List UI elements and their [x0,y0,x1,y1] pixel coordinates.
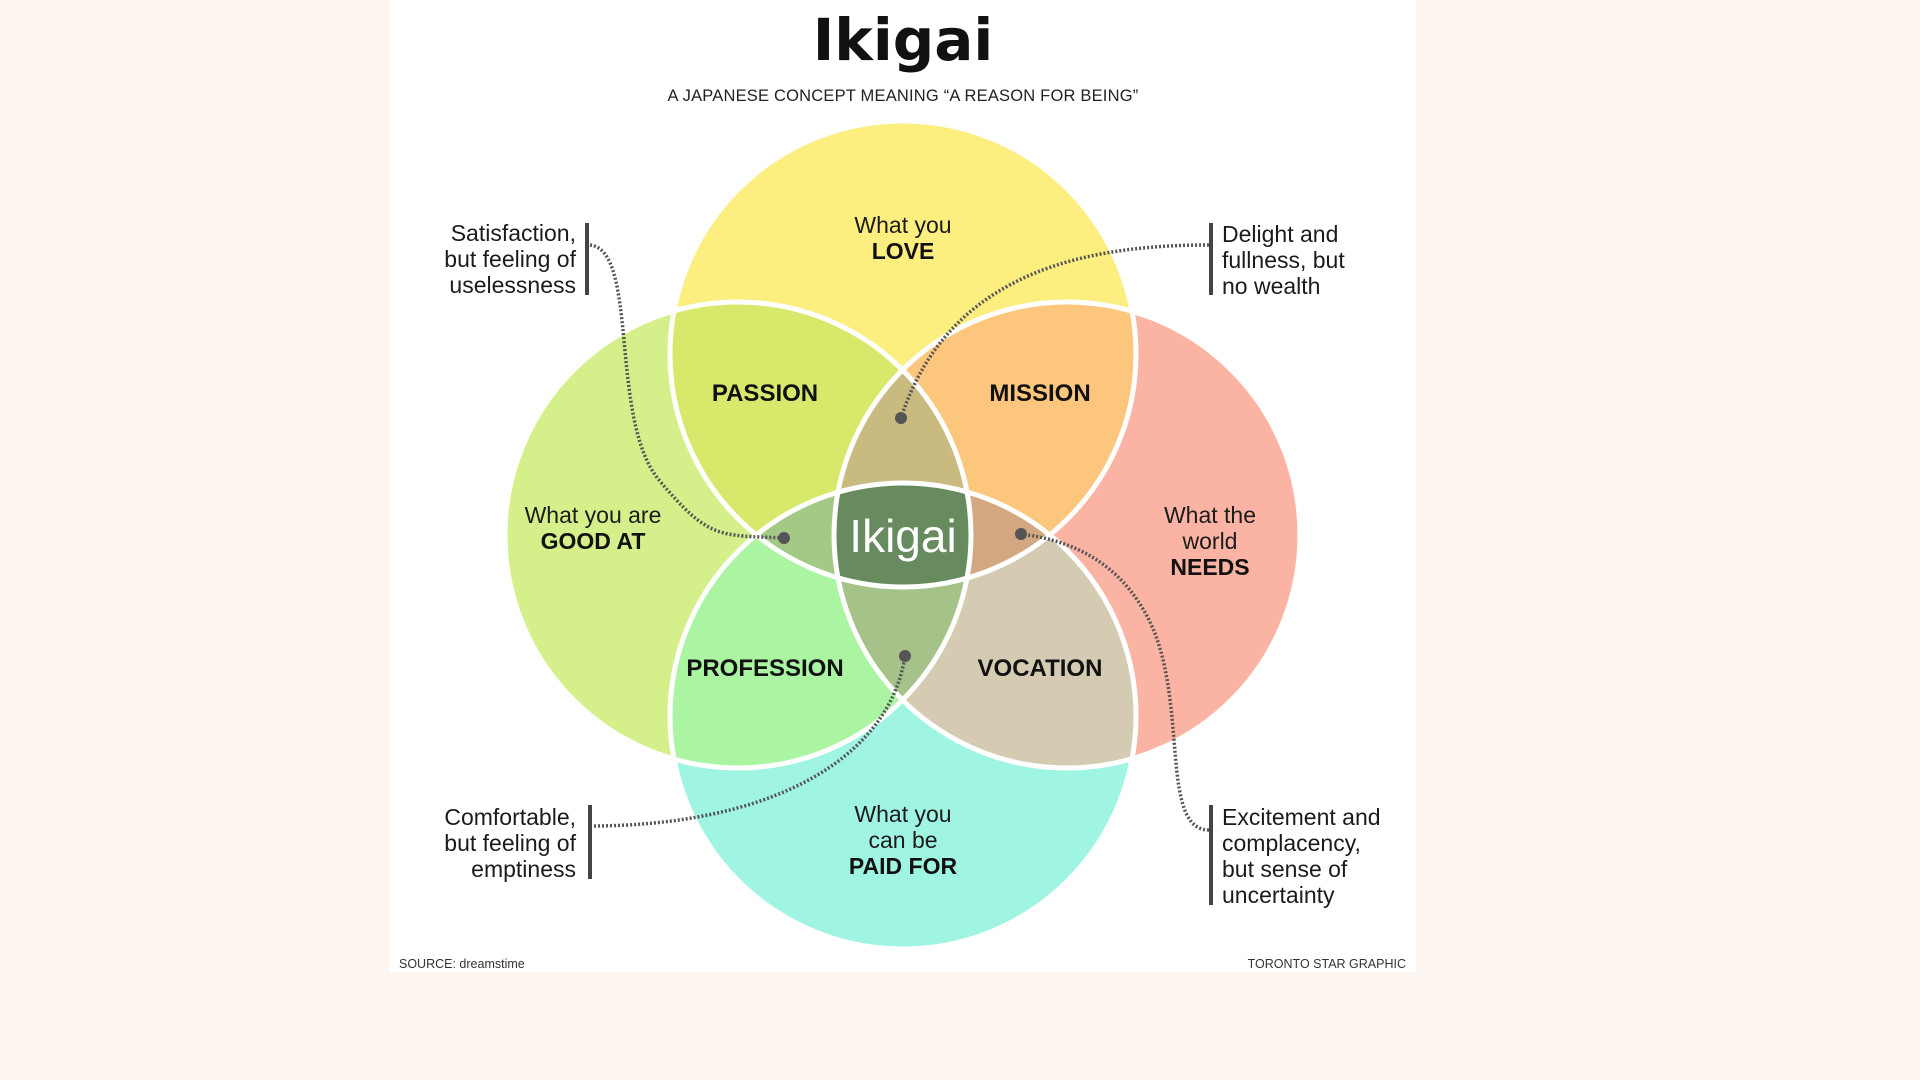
world-needs-label-line3: NEEDS [1170,554,1249,580]
passion-label: PASSION [712,380,818,407]
love-label-line2: LOVE [872,238,935,264]
footer-credit: TORONTO STAR GRAPHIC [1248,957,1406,971]
note-top-right-line1: Delight and [1222,221,1338,247]
leader-dot-top-right [895,412,907,424]
note-bottom-left-line3: emptiness [471,856,576,882]
footer-source: SOURCE: dreamstime [399,957,525,971]
note-bottom-right-line4: uncertainty [1222,882,1335,908]
note-top-right-line3: no wealth [1222,273,1320,299]
mission-label: MISSION [989,380,1090,407]
note-top-left-line1: Satisfaction, [451,220,576,246]
note-top-right-line2: fullness, but [1222,247,1345,273]
circle-outlines [502,118,1303,952]
ikigai-infographic-panel: Ikigai A JAPANESE CONCEPT MEANING “A REA… [389,0,1416,972]
leader-line-top-right [899,243,1210,419]
note-bottom-left-line1: Comfortable, [444,804,576,830]
good-at-label-line2: GOOD AT [541,528,646,554]
leader-line-top-left [589,243,785,540]
note-bottom-right-line3: but sense of [1222,856,1348,882]
diagram-title: Ikigai [813,6,994,74]
leader-dot-bottom-right [1015,528,1027,540]
paid-for-label-line3: PAID FOR [849,853,958,879]
note-top-left-line2: but feeling of [444,246,576,272]
leader-line-bottom-left [589,655,907,828]
love-label-line1: What you [854,212,951,238]
region-ikigai-center [834,483,971,587]
paid-for-label-line2: can be [868,827,937,853]
profession-label: PROFESSION [686,655,843,682]
good-at-label-line1: What you are [525,502,662,528]
vocation-label: VOCATION [978,655,1103,682]
leader-dot-bottom-left [899,650,911,662]
note-bottom-right-line2: complacency, [1222,830,1361,856]
leader-dot-top-left [778,532,790,544]
ikigai-diagram: Ikigai A JAPANESE CONCEPT MEANING “A REA… [399,6,1406,971]
leader-line-bottom-right [1020,532,1210,832]
note-bottom-right-line1: Excitement and [1222,804,1381,830]
world-needs-label-line1: What the [1164,502,1256,528]
ikigai-center-label: Ikigai [849,510,956,562]
note-top-left-line3: uselessness [449,272,576,298]
paid-for-label-line1: What you [854,801,951,827]
note-bottom-left-line2: but feeling of [444,830,576,856]
diagram-subtitle: A JAPANESE CONCEPT MEANING “A REASON FOR… [668,87,1139,105]
world-needs-label-line2: world [1182,528,1238,554]
